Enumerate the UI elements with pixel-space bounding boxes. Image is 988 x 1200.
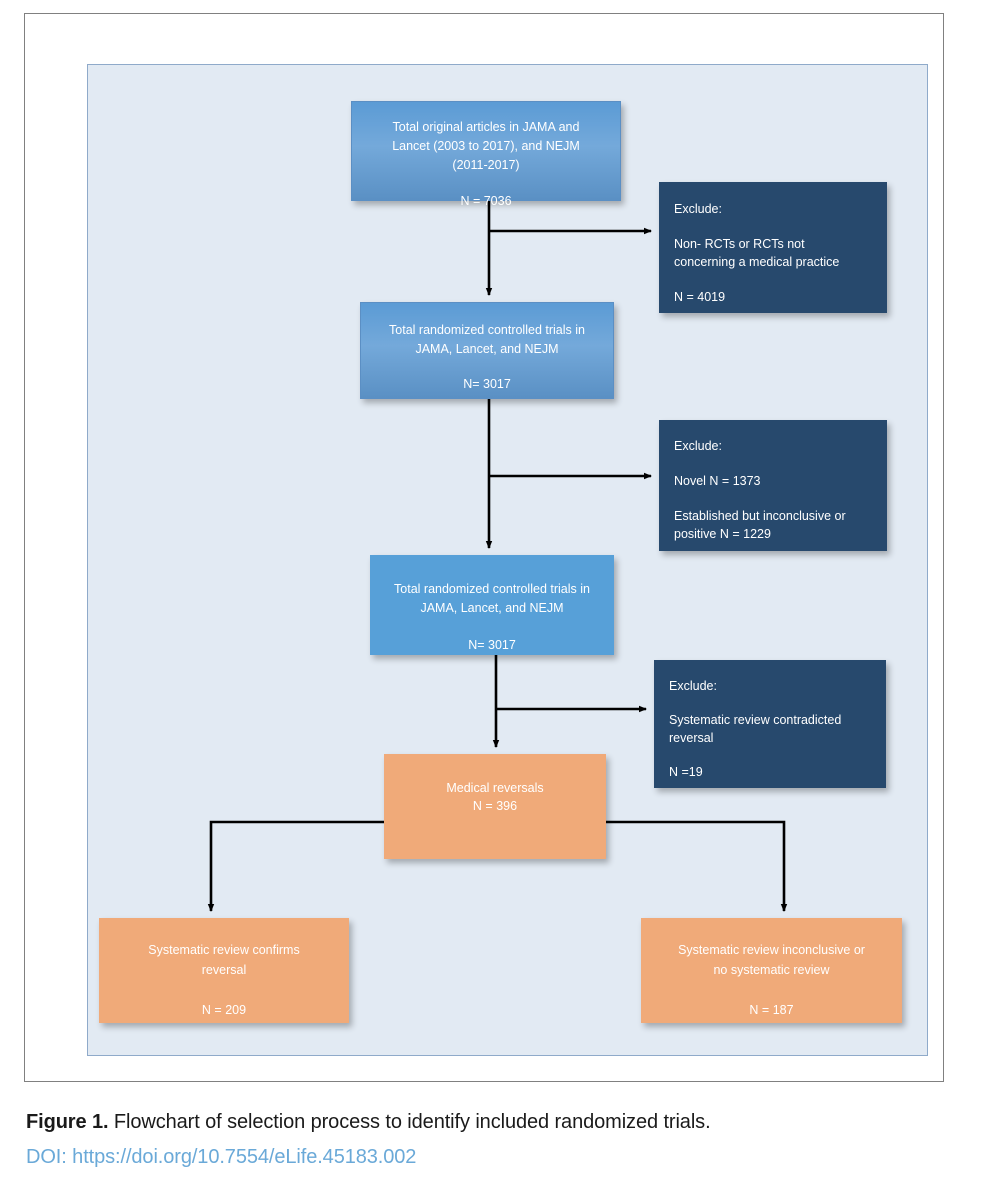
node-count: N = 7036 [460,194,512,208]
node-total-original-articles[interactable]: Total original articles in JAMA and Lanc… [351,101,621,208]
node-systematic-review-inconclusive[interactable]: Systematic review inconclusive or no sys… [641,918,902,1023]
node-total-rcts-first[interactable]: Total randomized controlled trials in JA… [360,302,614,399]
node-count: N = 396 [472,799,518,813]
node-line: Systematic review confirms [148,943,300,957]
figure-frame: Total original articles in JAMA and Lanc… [24,13,944,1082]
node-line: Total randomized controlled trials in [389,323,585,337]
node-exclude-novel-established[interactable]: Exclude: Novel N = 1373 Established but … [659,420,887,551]
node-count: N= 3017 [468,638,516,652]
node-line: no systematic review [713,963,830,977]
node-medical-reversals[interactable]: Medical reversals N = 396 [384,754,606,859]
flowchart-canvas: Total original articles in JAMA and Lanc… [87,64,928,1056]
node-heading: Exclude: [669,679,717,693]
node-count: N = 4019 [674,290,726,304]
node-heading: Exclude: [674,439,722,453]
node-line: JAMA, Lancet, and NEJM [415,342,559,356]
node-line: JAMA, Lancet, and NEJM [420,601,564,615]
node-count: N= 3017 [463,377,511,391]
node-line: concerning a medical practice [674,255,840,269]
figure-number: Figure 1. [26,1111,109,1133]
node-total-rcts-second[interactable]: Total randomized controlled trials in JA… [370,555,614,655]
figure-caption-text: Flowchart of selection process to identi… [108,1111,711,1133]
node-line: Total randomized controlled trials in [394,582,590,596]
node-line: reversal [669,731,714,745]
node-count: N = 209 [201,1003,247,1017]
node-line: Novel N = 1373 [674,474,761,488]
node-heading: Exclude: [674,202,722,216]
node-line: Medical reversals [446,781,544,795]
node-line: reversal [201,963,247,977]
node-systematic-review-confirms[interactable]: Systematic review confirms reversal N = … [99,918,349,1023]
node-line: Non- RCTs or RCTs not [674,237,805,251]
doi-link[interactable]: DOI: https://doi.org/10.7554/eLife.45183… [26,1146,417,1168]
node-line: positive N = 1229 [674,527,771,541]
node-count: N =19 [669,765,703,779]
node-line: Total original articles in JAMA and [392,120,580,134]
figure-caption: Figure 1. Flowchart of selection process… [26,1108,966,1137]
node-exclude-non-rcts[interactable]: Exclude: Non- RCTs or RCTs not concernin… [659,182,887,313]
node-line: Systematic review contradicted [669,713,842,727]
node-line: Systematic review inconclusive or [678,943,865,957]
node-line: Lancet (2003 to 2017), and NEJM [392,139,580,153]
node-line: Established but inconclusive or [674,509,846,523]
node-count: N = 187 [749,1003,794,1017]
node-exclude-systematic-review-contradicted[interactable]: Exclude: Systematic review contradicted … [654,660,886,788]
node-line: (2011-2017) [452,158,520,172]
